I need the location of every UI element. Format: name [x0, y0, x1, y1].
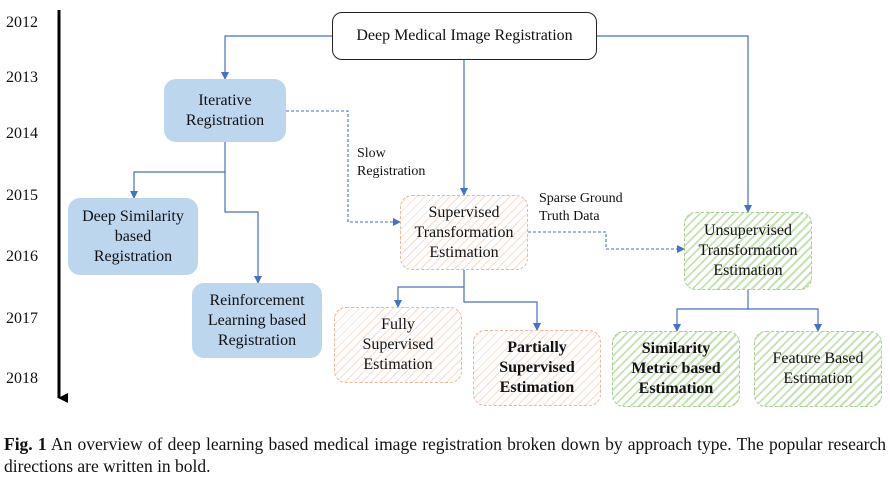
node-label-line: based — [114, 227, 152, 245]
node-deep-medical-image-registration: Deep Medical Image Registration — [332, 12, 597, 60]
node-label-line: Estimation — [713, 262, 783, 279]
node-label-line: Registration — [93, 247, 173, 265]
node-reinforcement-learning-registration: Reinforcement Learning based Registratio… — [192, 283, 322, 358]
edge-root-iterative — [221, 35, 332, 80]
year-label: 2016 — [6, 248, 38, 265]
edge-unsupervised-similarity — [673, 290, 749, 332]
year-label: 2012 — [6, 14, 38, 31]
edge-unsupervised-feature — [748, 308, 822, 332]
node-label-line: Estimation — [783, 370, 853, 387]
node-label-line: Supervised — [428, 203, 500, 221]
node-label-line: Registration — [185, 111, 265, 129]
node-iterative-registration: Iterative Registration — [164, 79, 286, 142]
edge-label-line: Slow — [357, 146, 386, 161]
year-label: 2014 — [6, 125, 38, 142]
node-label-line: Estimation — [363, 356, 433, 373]
edge-root-unsupervised — [597, 35, 752, 213]
figure-caption: Fig. 1 An overview of deep learning base… — [4, 433, 886, 477]
node-label-line: Iterative — [198, 91, 252, 109]
node-similarity-metric-estimation: Similarity Metric based Estimation — [612, 331, 740, 407]
node-label-line: Deep Similarity — [82, 207, 184, 225]
caption-text: An overview of deep learning based medic… — [4, 434, 886, 476]
edge-label-sparse-ground-truth: Sparse Ground Truth Data — [539, 190, 623, 226]
node-supervised-transformation-estimation: Supervised Transformation Estimation — [400, 195, 528, 270]
year-label: 2018 — [6, 370, 38, 387]
node-label-line: Supervised — [362, 336, 434, 353]
node-label-line: Partially — [507, 339, 567, 356]
node-label-line: Registration — [217, 331, 297, 349]
edge-slow-registration — [286, 110, 401, 226]
node-label-line: Feature Based — [772, 350, 864, 367]
node-label-line: Unsupervised — [704, 222, 792, 239]
node-feature-based-estimation: Feature Based Estimation — [754, 331, 882, 407]
node-label-line: Learning based — [207, 311, 307, 329]
edge-label-line: Sparse Ground — [539, 191, 623, 206]
node-label-line: Similarity — [641, 340, 711, 357]
edge-label-line: Registration — [357, 164, 426, 179]
node-label-line: Transformation — [698, 242, 798, 259]
edge-label-line: Truth Data — [539, 209, 600, 224]
node-label-line: Reinforcement — [209, 291, 305, 309]
node-deep-similarity-registration: Deep Similarity based Registration — [68, 198, 198, 275]
edge-label-slow-registration: Slow Registration — [357, 145, 425, 181]
year-label: 2013 — [6, 69, 38, 86]
node-unsupervised-transformation-estimation: Unsupervised Transformation Estimation — [684, 212, 812, 290]
edge-iterative-reinforcement — [224, 172, 262, 284]
node-fully-supervised-estimation: Fully Supervised Estimation — [334, 307, 462, 383]
node-label-line: Supervised — [499, 359, 575, 376]
caption-label: Fig. 1 — [4, 434, 47, 454]
node-label-line: Estimation — [499, 379, 575, 396]
node-label: Deep Medical Image Registration — [356, 27, 573, 44]
node-label-line: Transformation — [414, 223, 514, 241]
node-partially-supervised-estimation: Partially Supervised Estimation — [473, 330, 601, 406]
edge-supervised-fully — [394, 270, 465, 308]
year-label: 2017 — [6, 310, 38, 327]
edge-iterative-deep-similarity — [130, 142, 226, 199]
node-label-line: Estimation — [429, 243, 499, 261]
edge-supervised-partially — [463, 287, 541, 331]
node-label-line: Estimation — [638, 380, 714, 397]
edge-sparse-ground-truth — [528, 231, 685, 253]
year-label: 2015 — [6, 187, 38, 204]
node-label-line: Metric based — [631, 360, 721, 377]
node-label-line: Fully — [381, 316, 415, 333]
